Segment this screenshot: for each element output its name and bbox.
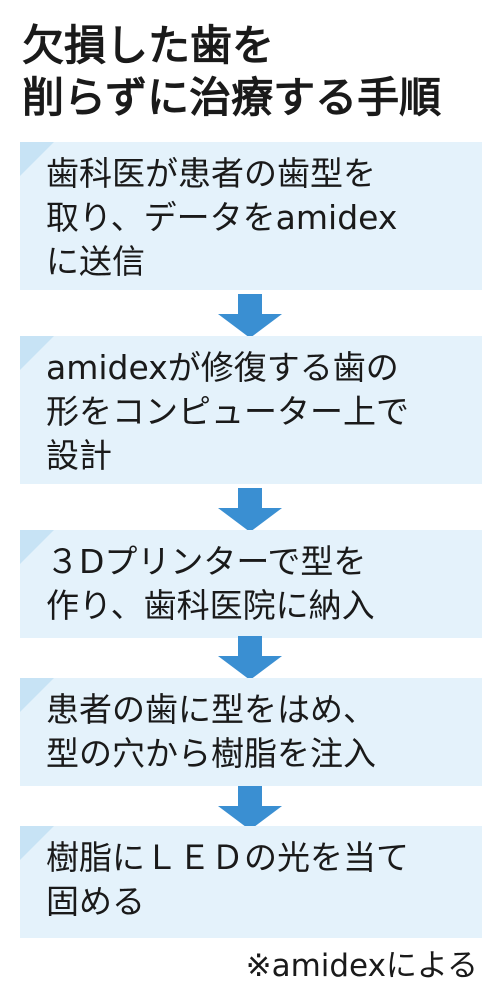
corner-accent: [20, 826, 54, 860]
step-3-text: ３Dプリンターで型を 作り、歯科医院に納入: [46, 540, 472, 628]
step-3-line-1: ３Dプリンターで型を: [46, 542, 367, 581]
step-5-line-1: 樹脂にＬＥＤの光を当て: [46, 838, 409, 877]
step-5-text: 樹脂にＬＥＤの光を当て 固める: [46, 836, 472, 924]
corner-accent: [20, 142, 54, 176]
step-1-text: 歯科医が患者の歯型を 取り、データをamidex に送信: [46, 152, 472, 284]
step-2-box: amidexが修復する歯の 形をコンピューター上で 設計: [20, 336, 482, 484]
step-4-text: 患者の歯に型をはめ、 型の穴から樹脂を注入: [46, 688, 472, 776]
step-4-line-2: 型の穴から樹脂を注入: [46, 734, 376, 773]
step-1-box: 歯科医が患者の歯型を 取り、データをamidex に送信: [20, 142, 482, 290]
step-1-line-1: 歯科医が患者の歯型を: [46, 154, 376, 193]
step-1-line-2: 取り、データをamidex: [46, 198, 398, 237]
diagram-title: 欠損した歯を 削らずに治療する手順: [22, 20, 492, 124]
corner-accent: [20, 678, 54, 712]
step-1-line-3: に送信: [46, 242, 145, 281]
corner-accent: [20, 336, 54, 370]
arrow-down-icon: [218, 636, 282, 680]
step-5-box: 樹脂にＬＥＤの光を当て 固める: [20, 826, 482, 938]
step-4-box: 患者の歯に型をはめ、 型の穴から樹脂を注入: [20, 678, 482, 786]
arrow-down-icon: [218, 488, 282, 532]
step-3-line-2: 作り、歯科医院に納入: [46, 586, 375, 625]
step-2-line-1: amidexが修復する歯の: [46, 348, 399, 387]
step-2-line-3: 設計: [46, 436, 112, 475]
arrow-down-icon: [218, 786, 282, 830]
arrow-down-icon: [218, 294, 282, 338]
step-2-line-2: 形をコンピューター上で: [46, 392, 409, 431]
title-line-1: 欠損した歯を: [22, 21, 275, 70]
step-4-line-1: 患者の歯に型をはめ、: [46, 690, 376, 729]
step-3-box: ３Dプリンターで型を 作り、歯科医院に納入: [20, 530, 482, 638]
title-line-2: 削らずに治療する手順: [22, 73, 442, 122]
corner-accent: [20, 530, 54, 564]
step-5-line-2: 固める: [46, 882, 145, 921]
step-2-text: amidexが修復する歯の 形をコンピューター上で 設計: [46, 346, 472, 478]
source-footnote: ※amidexによる: [245, 948, 478, 984]
